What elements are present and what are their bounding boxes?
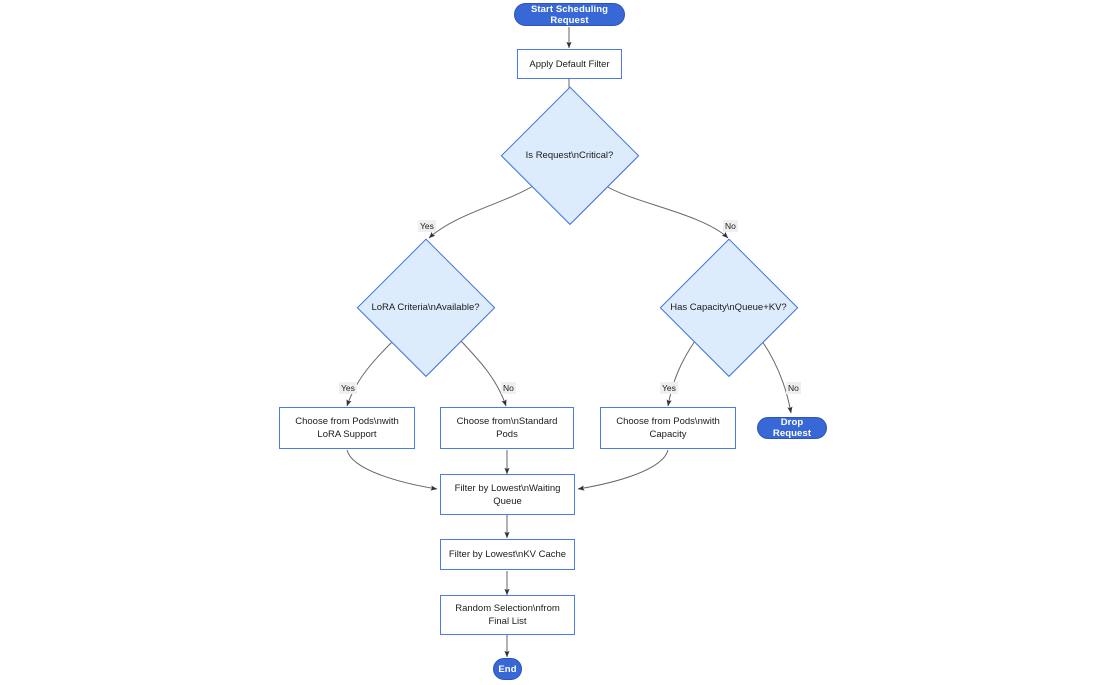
- node-end-label: End: [498, 663, 517, 675]
- edge-label-capacity-yes: Yes: [660, 382, 678, 394]
- node-lora-criteria-available[interactable]: LoRA Criteria\nAvailable?: [356, 238, 495, 377]
- node-random-selection[interactable]: Random Selection\nfrom Final List: [440, 595, 575, 635]
- node-filter-waiting-queue-label: Filter by Lowest\nWaiting Queue: [454, 482, 561, 507]
- node-apply-default-filter[interactable]: Apply Default Filter: [517, 49, 622, 79]
- edge-critical-yes-to-lora: [428, 185, 534, 239]
- node-choose-lora-pods-label: Choose from Pods\nwith LoRA Support: [295, 416, 399, 440]
- edge-critical-no-to-capacity: [605, 185, 729, 239]
- node-has-capacity[interactable]: Has Capacity\nQueue+KV?: [659, 238, 798, 377]
- node-has-capacity-label: Has Capacity\nQueue+KV?: [670, 302, 787, 313]
- node-choose-capacity-pods[interactable]: Choose from Pods\nwith Capacity: [600, 407, 736, 449]
- edge-choose-lora-to-filter-queue: [346, 449, 438, 491]
- edge-choose-capacity-to-filter-queue: [577, 449, 669, 491]
- edge-capacity-yes-to-choose-capacity: [666, 340, 696, 407]
- edge-label-critical-no: No: [723, 220, 738, 232]
- node-choose-capacity-pods-label: Choose from Pods\nwith Capacity: [616, 416, 720, 440]
- node-random-selection-label: Random Selection\nfrom Final List: [455, 603, 560, 627]
- node-is-request-critical[interactable]: Is Request\nCritical?: [500, 86, 639, 225]
- edge-label-lora-no: No: [501, 382, 516, 394]
- edge-label-critical-yes: Yes: [418, 220, 436, 232]
- node-filter-kv-cache[interactable]: Filter by Lowest\nKV Cache: [440, 539, 575, 570]
- node-choose-standard-pods-label: Choose from\nStandard Pods: [456, 416, 558, 440]
- node-filter-kv-cache-label: Filter by Lowest\nKV Cache: [448, 549, 567, 560]
- node-start[interactable]: Start Scheduling Request: [514, 3, 625, 26]
- edge-lora-no-to-choose-standard: [460, 340, 507, 407]
- edge-label-lora-yes: Yes: [339, 382, 357, 394]
- node-is-request-critical-label: Is Request\nCritical?: [525, 150, 614, 161]
- node-end[interactable]: End: [493, 658, 522, 680]
- node-filter-waiting-queue[interactable]: Filter by Lowest\nWaiting Queue: [440, 474, 575, 515]
- node-choose-standard-pods[interactable]: Choose from\nStandard Pods: [440, 407, 574, 449]
- node-drop-request[interactable]: Drop Request: [757, 417, 827, 439]
- node-choose-lora-pods[interactable]: Choose from Pods\nwith LoRA Support: [279, 407, 415, 449]
- node-lora-criteria-available-label: LoRA Criteria\nAvailable?: [371, 302, 480, 313]
- edge-label-capacity-no: No: [786, 382, 801, 394]
- node-drop-request-label: Drop Request: [772, 417, 812, 439]
- edge-lora-yes-to-choose-lora: [346, 340, 394, 407]
- edge-capacity-no-to-drop: [761, 340, 793, 414]
- node-apply-default-filter-label: Apply Default Filter: [529, 58, 610, 70]
- node-start-label: Start Scheduling Request: [530, 3, 609, 26]
